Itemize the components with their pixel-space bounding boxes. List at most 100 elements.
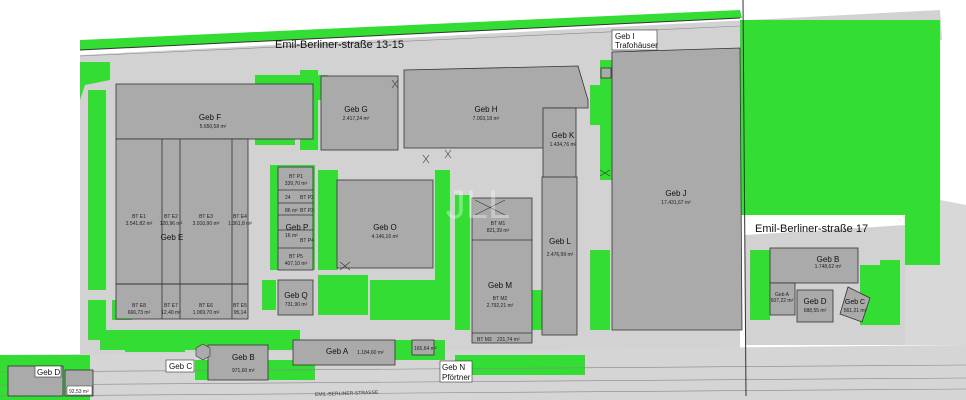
bt-e4-name: BT E4 (233, 214, 247, 220)
geb-q-area: 731,90 m² (285, 302, 308, 308)
entrance-marks (339, 79, 611, 271)
bt-p4-area: 16 m² (285, 233, 298, 239)
geb-l-name: Geb L (549, 237, 571, 246)
bt-p4-name: BT P4 (300, 238, 314, 244)
geb-n-sub: Pförtner (442, 373, 471, 382)
geb-a (292, 339, 396, 366)
geb-f-area: 5.650,58 m² (200, 124, 227, 130)
geb-p-name: Geb P (286, 223, 309, 232)
geb-b-area: 971,60 m² (232, 368, 255, 374)
geb-k-area: 1.434,76 m² (550, 142, 577, 148)
bt-m3-name: BT M3 (477, 337, 492, 343)
bt-e8-name: BT E8 (132, 303, 146, 309)
geb-c-17-name: Geb C (845, 299, 865, 306)
bt-p2-name: BT P2 (300, 195, 314, 201)
bt-e3-name: BT E3 (199, 214, 213, 220)
geb-b-17-name: Geb B (817, 255, 840, 264)
geb-j-name: Geb J (665, 189, 686, 198)
geb-i (600, 67, 612, 79)
bt-e6-name: BT E6 (199, 303, 213, 309)
geb-d-17-area: 688,55 m² (804, 308, 827, 314)
geb-g-area: 2.417,24 m² (343, 116, 370, 122)
geb-l (541, 176, 578, 336)
geb-g-name: Geb G (344, 105, 368, 114)
road-label: EMIL-BERLINER-STRASSE (315, 390, 379, 398)
geb-j-area: 17.431,67 m² (661, 200, 691, 206)
geb-e-lower (115, 283, 249, 320)
geb-i-sub: Trafohäuser (615, 41, 658, 50)
geb-q (277, 279, 314, 316)
geb-a-17-name: Geb A (775, 292, 790, 298)
bt-e1-area: 3.541,82 m² (126, 221, 153, 227)
geb-o (336, 179, 434, 269)
bt-e6-area: 1.069,70 m² (193, 310, 220, 316)
geb-l-area: 2.476,99 m² (547, 252, 574, 258)
geb-c-shape (195, 343, 211, 361)
geb-e (115, 138, 249, 285)
geb-n-area: 165,64 m² (414, 346, 437, 352)
geb-b-17-area: 1.748,62 m² (815, 264, 842, 270)
bt-p-stack (277, 166, 314, 271)
bt-p5-name: BT P5 (289, 254, 303, 260)
bt-m3-area: 231,74 m² (497, 337, 520, 343)
bt-p3-area: 86 m² (285, 208, 298, 214)
bt-e5-name: BT E5 (233, 303, 247, 309)
geb-m (471, 197, 533, 344)
property-boundary (79, 0, 747, 397)
bt-p2-area: 24 (285, 195, 291, 201)
geb-n (411, 339, 435, 356)
bt-e3-area: 3.910,90 m² (193, 221, 220, 227)
geb-q-name: Geb Q (284, 291, 308, 300)
geb-a-17-area: 507,22 m² (771, 298, 794, 304)
street-label-north: Emil-Berliner-straße 13-15 (275, 39, 404, 51)
geb-f-name: Geb F (199, 113, 221, 122)
bt-e7-area: 12,40 m² (161, 310, 181, 316)
bt-p1-name: BT P1 (289, 174, 303, 180)
geb-c-17-area: 561,21 m² (844, 308, 867, 314)
bt-p1-area: 339,70 m² (285, 181, 308, 187)
geb-d-17 (796, 289, 834, 323)
watermark: JLL (446, 183, 511, 227)
geb-k (542, 107, 577, 179)
geb-j (611, 47, 743, 331)
building-labels: Geb F 5.650,58 m² Geb G 2.417,24 m² Geb … (34, 29, 867, 396)
geb-a-name: Geb A (326, 347, 349, 356)
geb-d-area: 92,53 m² (69, 389, 89, 395)
geb-b-17 (769, 247, 859, 284)
geb-h-name: Geb H (474, 105, 497, 114)
geb-e-name: Geb E (161, 233, 184, 242)
geb-g (320, 75, 399, 151)
geb-c-name: Geb C (169, 362, 192, 371)
bt-p3-name: BT P3 (300, 208, 314, 214)
geb-h-area: 7.003,18 m² (473, 116, 500, 122)
geb-b (207, 344, 269, 381)
street-label-east: Emil-Berliner-straße 17 (755, 223, 868, 235)
geb-n-name: Geb N (442, 363, 465, 372)
bt-e5-area: 95,14 (234, 310, 247, 316)
bt-e1-name: BT E1 (132, 214, 146, 220)
geb-i-name: Geb I (615, 32, 635, 41)
bt-e4-area: 1.361,8 m² (228, 221, 252, 227)
bt-m2-name: BT M2 (493, 296, 508, 302)
geb-o-name: Geb O (373, 223, 397, 232)
geb-m-name: Geb M (488, 281, 512, 290)
bt-e2-name: BT E2 (164, 214, 178, 220)
bt-e8-area: 666,73 m² (128, 310, 151, 316)
road-lines (0, 25, 966, 397)
geb-d-name: Geb D (37, 368, 60, 377)
bt-m2-area: 2.792,21 m² (487, 303, 514, 309)
buildings (7, 47, 871, 397)
bt-m1-name: BT M1 (491, 221, 506, 227)
geb-a-area: 1.184,60 m² (357, 350, 384, 356)
geb-f (115, 83, 314, 140)
geb-a-17 (769, 282, 796, 316)
geb-d-17-name: Geb D (803, 297, 826, 306)
bt-m1-area: 821,39 m² (487, 228, 510, 234)
geb-b-name: Geb B (232, 353, 255, 362)
bt-e2-area: 120,96 m² (160, 221, 183, 227)
bt-e7-name: BT E7 (164, 303, 178, 309)
geb-o-area: 4.146,16 m² (372, 234, 399, 240)
bt-p5-area: 407,10 m² (285, 261, 308, 267)
geb-k-name: Geb K (552, 131, 575, 140)
